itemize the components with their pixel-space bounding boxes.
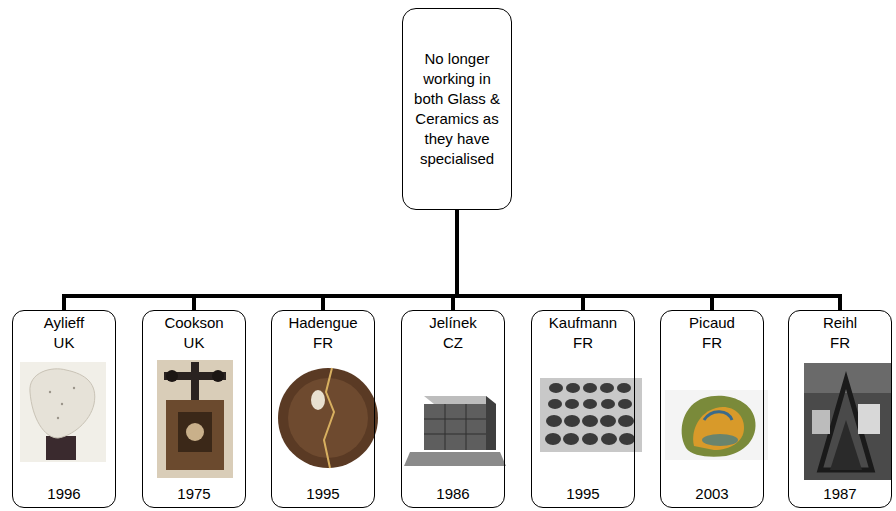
artist-name: Jelínek CZ: [429, 313, 477, 353]
artwork-photo: [20, 362, 106, 462]
artist-name: Reihl FR: [823, 313, 857, 353]
artist-name: Hadengue FR: [288, 313, 357, 353]
year-label: 1975: [177, 484, 210, 504]
artist-box: Kaufmann FR 1995: [531, 310, 635, 508]
artist-box: Aylieff UK 1996: [12, 310, 116, 508]
artwork-photo: [404, 383, 506, 470]
artist-box: Jelínek CZ 1986: [401, 310, 505, 508]
artist-name: Cookson UK: [164, 313, 223, 353]
category-text: No longer working in both Glass & Cerami…: [409, 49, 505, 169]
tree-connector: [194, 210, 457, 310]
artist-box: Hadengue FR 1995: [271, 310, 375, 508]
artwork-photo: [540, 378, 642, 452]
tree-connector: [457, 210, 840, 310]
artwork-photo: [278, 368, 378, 468]
year-label: 1987: [823, 484, 856, 504]
artist-name: Kaufmann FR: [549, 313, 617, 353]
artist-box: Cookson UK 1975: [142, 310, 246, 508]
year-label: 1996: [47, 484, 80, 504]
artwork-photo: [804, 363, 892, 480]
category-box: No longer working in both Glass & Cerami…: [402, 8, 512, 210]
year-label: 2003: [695, 484, 728, 504]
artwork-photo: [157, 360, 233, 478]
artist-name: Aylieff UK: [44, 313, 84, 353]
artist-box: Picaud FR 2003: [660, 310, 764, 508]
tree-connector: [323, 210, 457, 310]
artwork-photo: [665, 390, 768, 460]
year-label: 1986: [436, 484, 469, 504]
artist-box: Reihl FR 1987: [788, 310, 892, 508]
year-label: 1995: [306, 484, 339, 504]
tree-connector: [64, 210, 457, 310]
artist-name: Picaud FR: [689, 313, 735, 353]
year-label: 1995: [566, 484, 599, 504]
